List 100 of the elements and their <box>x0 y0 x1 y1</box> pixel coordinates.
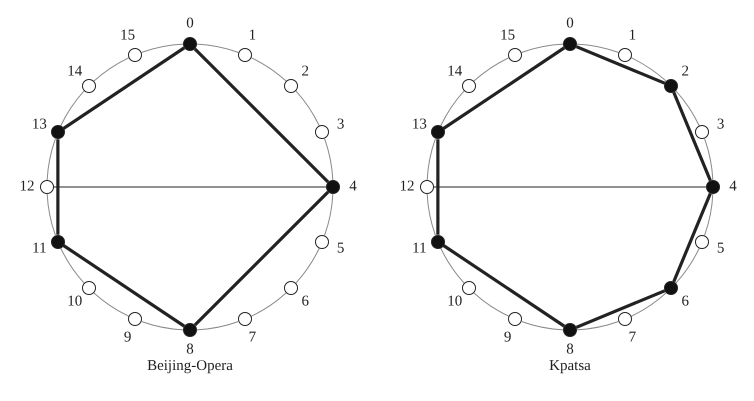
position-number: 9 <box>124 329 132 346</box>
connecting-line <box>442 244 566 328</box>
connecting-line <box>54 186 326 188</box>
position-dot <box>618 312 632 326</box>
connecting-line <box>426 138 436 180</box>
connecting-line <box>141 44 184 53</box>
position-number: 3 <box>716 116 724 134</box>
connecting-line <box>521 44 564 53</box>
position-number: 2 <box>302 63 309 80</box>
connecting-line <box>295 90 320 126</box>
connecting-line <box>436 139 440 235</box>
connecting-line <box>576 45 666 85</box>
position-dot <box>284 281 298 296</box>
position-number: 3 <box>336 116 344 134</box>
connecting-line <box>60 248 85 284</box>
position-dot <box>462 78 476 93</box>
connecting-line <box>426 194 436 236</box>
position-number: 8 <box>186 342 194 358</box>
position-dot <box>695 125 710 140</box>
connecting-line <box>60 90 85 126</box>
position-dot <box>128 312 142 326</box>
connecting-line <box>672 192 712 282</box>
position-dot <box>40 180 54 194</box>
connecting-line <box>576 44 619 53</box>
position-number: 7 <box>628 329 636 346</box>
position-dot <box>238 312 252 326</box>
position-number: 9 <box>504 329 512 346</box>
connecting-line <box>473 57 510 82</box>
position-dot <box>183 323 197 337</box>
connecting-line <box>46 138 56 180</box>
position-number: 11 <box>412 240 427 258</box>
connecting-line <box>442 46 566 130</box>
connecting-line <box>521 321 564 330</box>
position-number: 10 <box>67 294 82 311</box>
connecting-line <box>324 194 334 236</box>
position-dot <box>618 48 632 62</box>
position-dot <box>508 48 522 62</box>
connecting-line <box>630 292 667 317</box>
connecting-line <box>576 289 666 329</box>
position-number: 14 <box>67 63 82 80</box>
connecting-line <box>440 90 465 126</box>
position-dot <box>420 180 434 194</box>
position-number: 0 <box>186 16 194 32</box>
connecting-line <box>250 292 287 317</box>
position-number: 12 <box>400 178 414 196</box>
position-number: 0 <box>566 16 574 32</box>
position-dot <box>706 180 720 194</box>
connecting-line <box>46 194 56 236</box>
position-number: 6 <box>302 294 309 311</box>
connecting-line <box>62 46 186 130</box>
position-dot <box>315 125 330 140</box>
position-number: 10 <box>447 294 462 311</box>
connecting-line <box>93 292 130 317</box>
position-number: 13 <box>32 116 47 134</box>
connecting-line <box>576 321 619 330</box>
connecting-line <box>295 248 320 284</box>
connecting-line <box>704 138 714 180</box>
position-dot <box>50 234 65 249</box>
connecting-line <box>56 139 60 235</box>
position-number: 15 <box>120 28 136 45</box>
position-number: 6 <box>682 294 689 311</box>
position-number: 7 <box>248 329 256 346</box>
connecting-line <box>194 190 330 326</box>
position-number: 2 <box>682 63 689 80</box>
position-number: 12 <box>20 178 34 196</box>
diagram-caption: Kpatsa <box>549 358 591 375</box>
connecting-line <box>675 248 700 284</box>
position-number: 5 <box>716 240 724 258</box>
connecting-line <box>675 90 700 126</box>
position-dot <box>430 234 445 249</box>
connecting-line <box>196 44 239 53</box>
position-dot <box>128 48 142 62</box>
connecting-line <box>250 57 287 82</box>
position-dot <box>563 323 577 337</box>
connecting-line <box>473 292 510 317</box>
position-dot <box>50 125 65 140</box>
position-dot <box>82 78 96 93</box>
position-number: 11 <box>32 240 47 258</box>
position-dot <box>664 281 678 296</box>
connecting-line <box>672 92 712 182</box>
connecting-line <box>324 138 334 180</box>
position-dot <box>238 48 252 62</box>
connecting-line <box>62 244 186 328</box>
position-number: 13 <box>412 116 427 134</box>
position-number: 4 <box>729 178 737 196</box>
position-dot <box>284 78 298 93</box>
position-dot <box>82 281 96 296</box>
connecting-line <box>434 186 706 188</box>
position-dot <box>563 37 577 51</box>
connecting-line <box>704 194 714 236</box>
position-number: 15 <box>500 28 516 45</box>
position-number: 1 <box>248 28 256 45</box>
position-number: 1 <box>628 28 636 45</box>
position-dot <box>326 180 340 194</box>
position-number: 8 <box>566 342 574 358</box>
connecting-line <box>196 321 239 330</box>
connecting-line <box>630 57 667 82</box>
position-number: 5 <box>336 240 344 258</box>
position-dot <box>664 78 678 93</box>
position-dot <box>462 281 476 296</box>
